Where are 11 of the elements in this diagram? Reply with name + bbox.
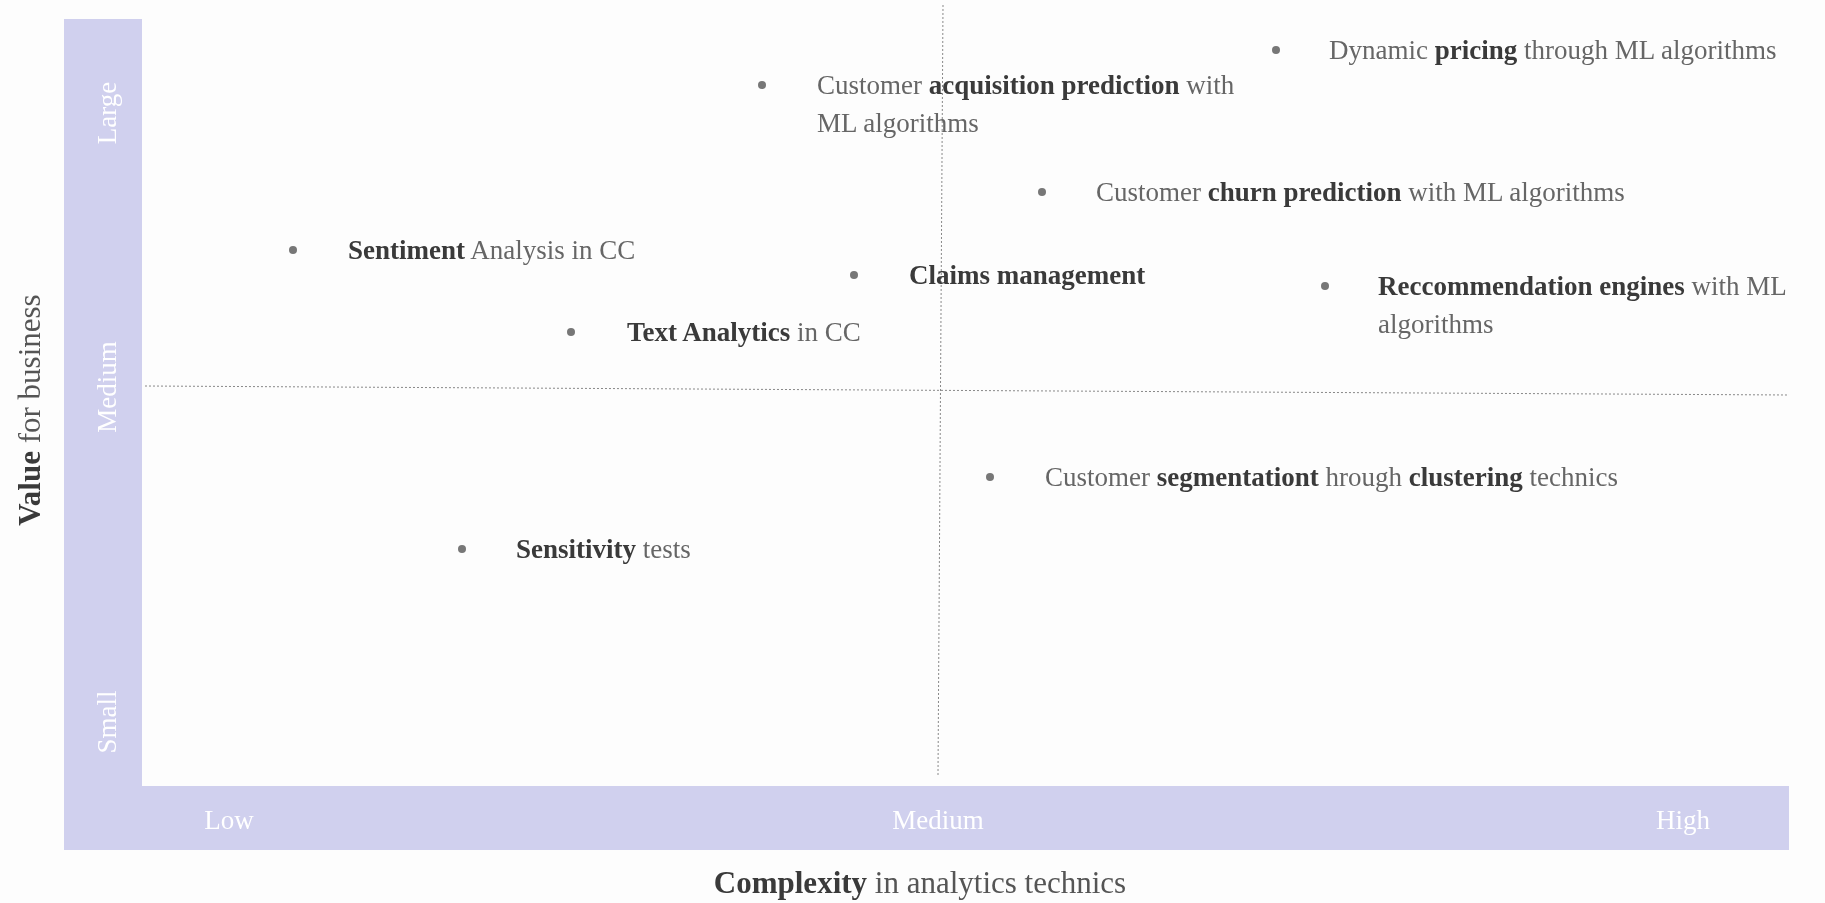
use-case-label: Reccommendation engines with ML algorithms <box>1378 270 1787 341</box>
use-case-label: Customer churn prediction with ML algorithms <box>1096 176 1625 209</box>
use-case-label: Sentiment Analysis in CC <box>348 234 636 267</box>
axis-title: Complexity in analytics technics <box>713 864 1127 902</box>
use-case-label: Customer segmentationt hrough clustering technics <box>1045 461 1618 494</box>
use-case-label: Dynamic pricing through ML algorithms <box>1329 34 1777 67</box>
use-case-label: Sensitivity tests <box>516 533 691 566</box>
use-case-label: Claims management <box>909 259 1146 292</box>
use-case-label: Customer acquisition prediction with ML algorithms <box>817 69 1236 140</box>
use-case-label: Text Analytics in CC <box>627 316 861 349</box>
axis-title: Value for business <box>11 294 48 526</box>
